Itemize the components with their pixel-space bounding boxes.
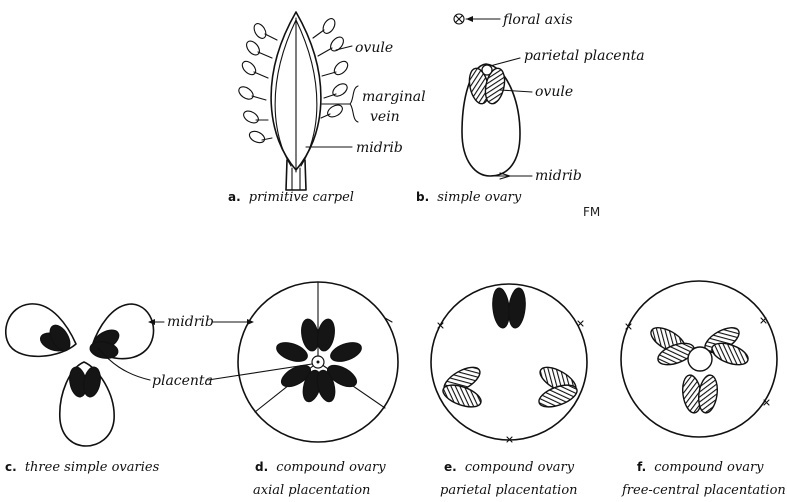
ovule-label-a: ovule <box>355 40 393 56</box>
marginal-label: marginal <box>362 89 426 105</box>
caption-b: b. simple ovary <box>416 190 522 205</box>
caption-f-line1: f. compound ovary <box>637 460 764 475</box>
vein-label: vein <box>370 109 400 125</box>
signature-initials: FM <box>583 205 600 219</box>
midrib-label-b: midrib <box>535 168 582 184</box>
ovule-label-b: ovule <box>535 84 573 100</box>
caption-c: c. three simple ovaries <box>5 460 160 475</box>
placenta-label: placenta <box>152 373 213 389</box>
free-central-placentation-figure: f. compound ovary free-central placentat… <box>621 281 786 498</box>
caption-e-line1: e. compound ovary <box>444 460 575 475</box>
three-simple-ovaries-figure: midrib placenta c. three simple ovaries <box>5 304 312 475</box>
caption-a: a. primitive carpel <box>228 190 354 205</box>
caption-d-line1: d. compound ovary <box>255 460 386 475</box>
midrib-label-a: midrib <box>356 140 403 156</box>
simple-ovary-figure: floral axis parietal placenta ovule midr… <box>416 12 645 219</box>
parietal-placentation-figure: e. compound ovary parietal placentation <box>431 284 587 498</box>
caption-f-line2: free-central placentation <box>621 483 786 498</box>
axial-placentation-figure: d. compound ovary axial placentation <box>238 282 398 498</box>
caption-e-line2: parietal placentation <box>440 483 578 498</box>
caption-d-line2: axial placentation <box>253 483 370 498</box>
parietal-placenta-label: parietal placenta <box>524 48 645 64</box>
floral-axis-label: floral axis <box>502 12 573 28</box>
primitive-carpel-figure: ovule marginal vein midrib a. primitive … <box>228 12 426 205</box>
midrib-label-c: midrib <box>167 314 214 330</box>
